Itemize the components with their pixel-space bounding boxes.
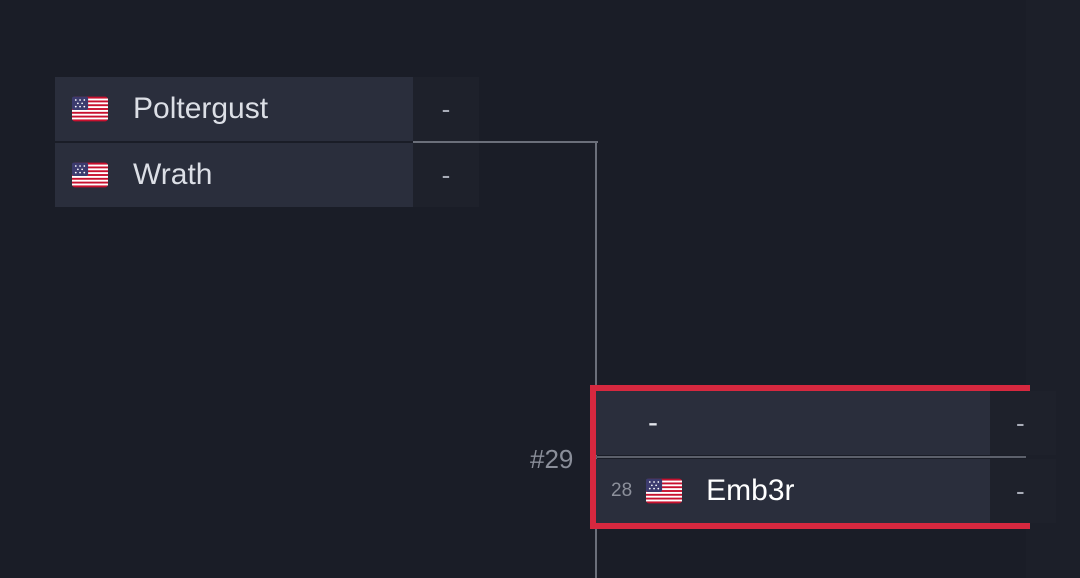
player-score: - <box>990 459 1056 523</box>
player-name: Wrath <box>133 158 213 191</box>
player-name-empty: - <box>648 406 658 439</box>
player-score: - <box>413 77 479 141</box>
match-number: #29 <box>530 444 574 474</box>
connector-line <box>595 141 597 578</box>
connector-line <box>413 141 598 143</box>
player-score: - <box>990 391 1056 455</box>
selected-match-outline <box>590 385 1030 529</box>
player-seed: 28 <box>611 480 633 501</box>
us-flag-icon <box>72 162 108 188</box>
match-slot[interactable]: Poltergust <box>55 77 413 141</box>
us-flag-icon <box>72 96 108 122</box>
slot-divider <box>596 456 1026 458</box>
player-score: - <box>413 143 479 207</box>
match-slot[interactable]: Wrath <box>55 143 413 207</box>
player-name: Poltergust <box>133 92 269 125</box>
player-name: Emb3r <box>706 474 795 507</box>
match-slot[interactable]: 28 Emb3r <box>596 459 990 523</box>
match-slot[interactable]: - <box>596 391 990 455</box>
